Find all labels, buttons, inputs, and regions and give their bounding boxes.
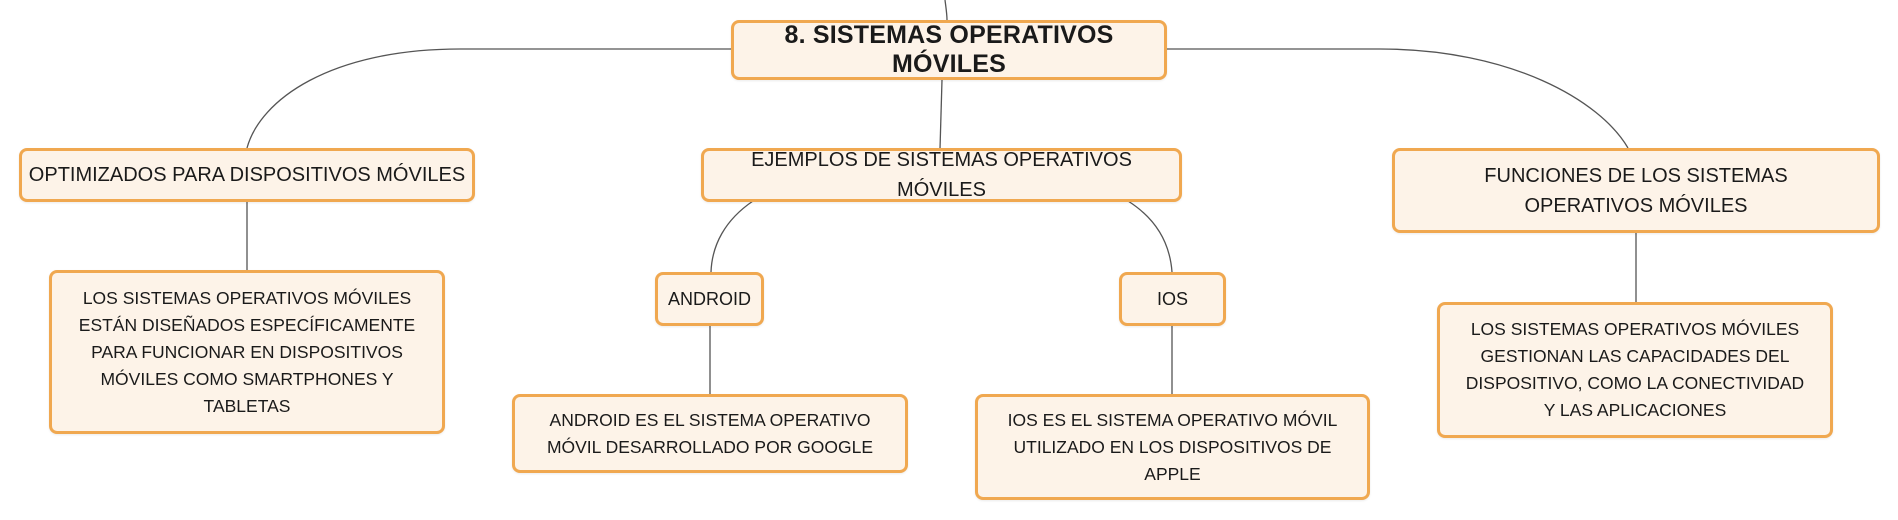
- optimizados-detail-node[interactable]: LOS SISTEMAS OPERATIVOS MÓVILES ESTÁN DI…: [49, 270, 445, 434]
- ios-node[interactable]: IOS: [1119, 272, 1226, 326]
- optimizados-node[interactable]: OPTIMIZADOS PARA DISPOSITIVOS MÓVILES: [19, 148, 475, 202]
- ejemplos-label: EJEMPLOS DE SISTEMAS OPERATIVOS MÓVILES: [751, 149, 1132, 201]
- connector-root-to-optimizados: [246, 48, 731, 149]
- funciones-node[interactable]: FUNCIONES DE LOS SISTEMAS OPERATIVOS MÓV…: [1392, 148, 1880, 233]
- ios-detail-node[interactable]: IOS ES EL SISTEMA OPERATIVO MÓVIL UTILIZ…: [975, 394, 1370, 500]
- connector-root-to-ejemplos: [939, 79, 943, 150]
- optimizados-detail-text: LOS SISTEMAS OPERATIVOS MÓVILES ESTÁN DI…: [78, 287, 416, 416]
- ios-detail-text: IOS ES EL SISTEMA OPERATIVO MÓVIL UTILIZ…: [1007, 409, 1338, 484]
- connector-parent-to-root: [944, 0, 948, 21]
- android-label: ANDROID: [667, 288, 751, 309]
- optimizados-label: OPTIMIZADOS PARA DISPOSITIVOS MÓVILES: [28, 164, 466, 186]
- funciones-label: FUNCIONES DE LOS SISTEMAS OPERATIVOS MÓV…: [1484, 164, 1788, 217]
- funciones-detail-node[interactable]: LOS SISTEMAS OPERATIVOS MÓVILES GESTIONA…: [1437, 302, 1833, 438]
- android-detail-node[interactable]: ANDROID ES EL SISTEMA OPERATIVO MÓVIL DE…: [512, 394, 908, 473]
- android-node[interactable]: ANDROID: [655, 272, 764, 326]
- funciones-detail-text: LOS SISTEMAS OPERATIVOS MÓVILES GESTIONA…: [1465, 319, 1805, 420]
- android-detail-text: ANDROID ES EL SISTEMA OPERATIVO MÓVIL DE…: [546, 409, 874, 457]
- root-topic-label: 8. SISTEMAS OPERATIVOS MÓVILES: [784, 21, 1114, 78]
- connector-root-to-funciones: [1167, 48, 1629, 149]
- ios-label: IOS: [1156, 288, 1188, 309]
- root-topic-node[interactable]: 8. SISTEMAS OPERATIVOS MÓVILES: [731, 20, 1167, 80]
- connector-ejemplos-to-android: [710, 200, 754, 273]
- connector-ejemplos-to-ios: [1127, 200, 1173, 273]
- ejemplos-node[interactable]: EJEMPLOS DE SISTEMAS OPERATIVOS MÓVILES: [701, 148, 1182, 202]
